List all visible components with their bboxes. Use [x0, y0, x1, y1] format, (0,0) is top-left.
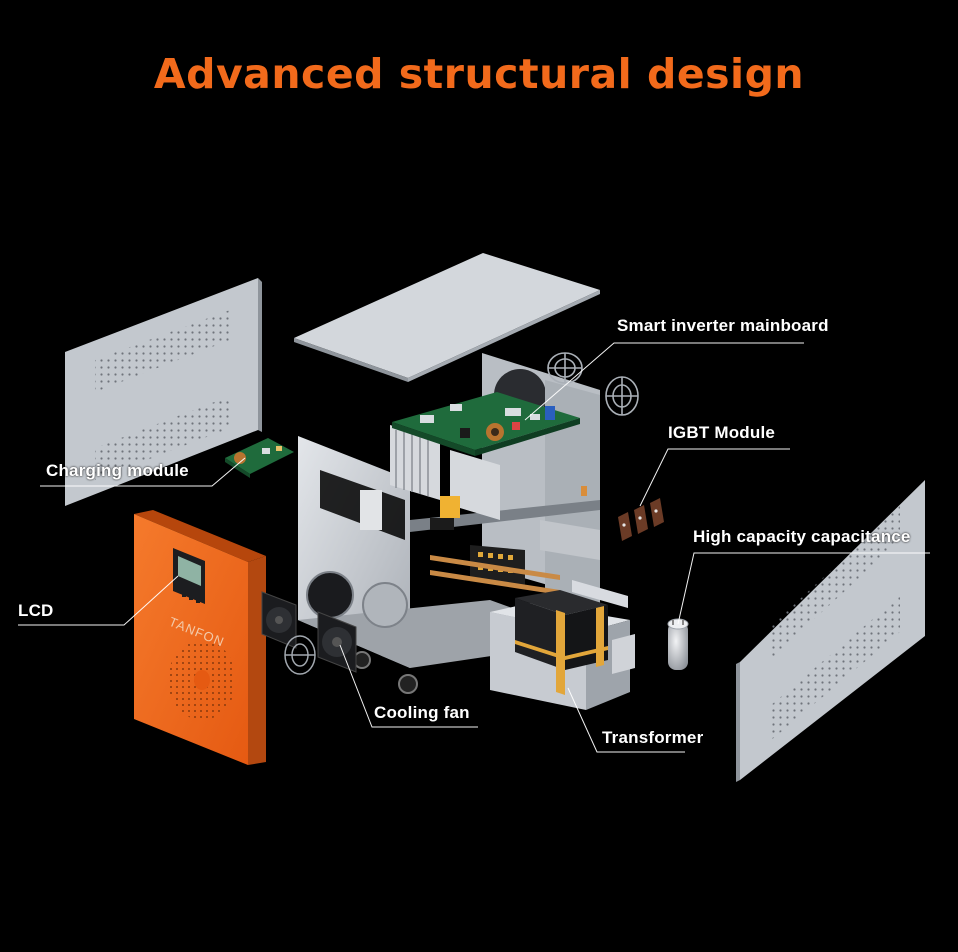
- rear-fan-grilles: [547, 352, 639, 416]
- label-transformer: Transformer: [602, 728, 704, 747]
- leader-lines: [18, 342, 930, 753]
- transformer: [490, 580, 635, 710]
- leader-lcd: [18, 575, 179, 626]
- capacitor: [667, 618, 689, 670]
- inverter-mainboard: [392, 392, 580, 456]
- leader-cooling-fan: [339, 644, 478, 728]
- page-title: Advanced structural design: [153, 50, 805, 98]
- label-lcd: LCD: [18, 601, 54, 620]
- left-side-panel: [65, 278, 262, 506]
- leader-mainboard: [524, 342, 804, 421]
- label-charging-module: Charging module: [46, 461, 189, 480]
- cooling-fans: [261, 591, 357, 675]
- heatsink-assembly: [390, 425, 600, 595]
- leader-igbt: [639, 448, 790, 507]
- igbt-modules: [581, 486, 664, 541]
- right-side-panel: [736, 480, 925, 782]
- label-cooling-fan: Cooling fan: [374, 703, 470, 722]
- charging-module-board: [225, 438, 294, 478]
- leader-transformer: [567, 687, 685, 753]
- label-igbt-module: IGBT Module: [668, 423, 776, 442]
- label-high-capacity-capacitance: High capacity capacitance: [693, 527, 911, 546]
- top-lid: [294, 253, 600, 382]
- front-panel-lcd: TANFON: [134, 510, 266, 765]
- leader-capacitor: [677, 552, 930, 625]
- label-smart-inverter-mainboard: Smart inverter mainboard: [617, 316, 829, 335]
- leader-charging: [40, 457, 246, 487]
